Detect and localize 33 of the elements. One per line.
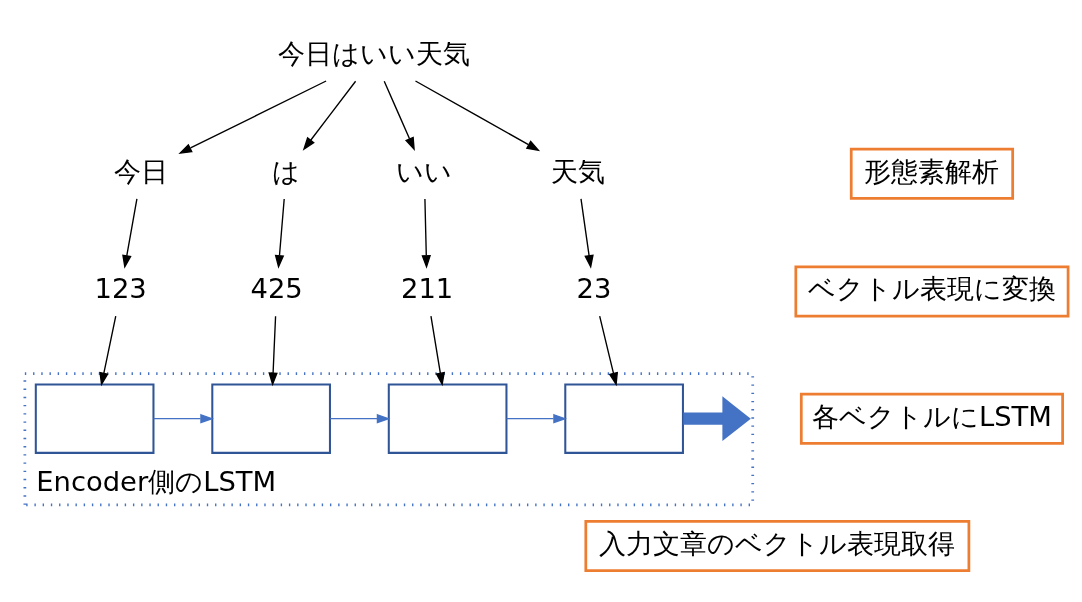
arrow (178, 80, 327, 154)
node-text: 123 (94, 273, 147, 305)
node-text: 211 (400, 273, 454, 305)
arrow (329, 413, 391, 424)
arrow (383, 80, 415, 151)
node-box (564, 383, 684, 454)
arrow (302, 80, 357, 151)
arrow (274, 198, 285, 269)
node-box: ベクトル表現に変換 (794, 265, 1070, 318)
arrow (268, 315, 278, 387)
arrow (414, 80, 541, 152)
node-text: は (272, 155, 301, 187)
node-box (387, 383, 508, 454)
node-box (34, 383, 155, 454)
arrow (99, 315, 117, 387)
node-box: 入力文章のベクトル表現取得 (584, 519, 971, 572)
node-text: 425 (250, 273, 303, 305)
node-box (211, 383, 331, 454)
arrow (599, 315, 619, 387)
node-text: 23 (576, 273, 612, 305)
arrow (122, 198, 138, 269)
arrow (683, 396, 751, 442)
node-text: 今日 (114, 155, 169, 187)
node-text: 天気 (550, 155, 605, 187)
arrow (580, 198, 594, 269)
node-text: 今日はいい天気 (277, 37, 470, 69)
arrow (152, 413, 214, 424)
node-box: 形態素解析 (849, 147, 1015, 200)
node-text: いい (396, 155, 453, 187)
arrow (421, 198, 432, 269)
arrow (430, 315, 445, 387)
node-box: 各ベクトルにLSTM (799, 392, 1064, 445)
arrow (505, 413, 567, 424)
